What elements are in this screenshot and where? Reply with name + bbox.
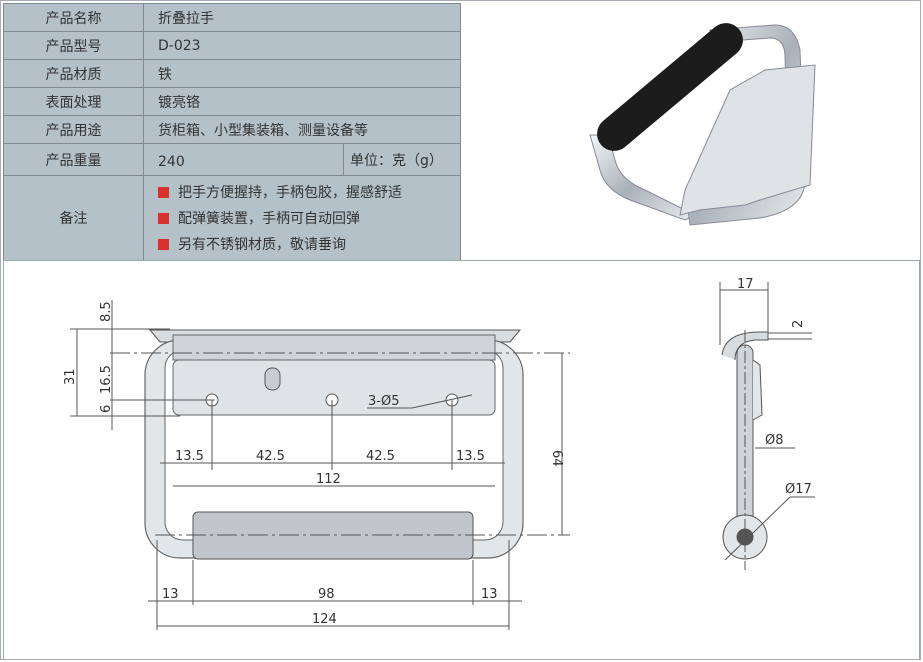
weight-value: 240 bbox=[143, 143, 344, 176]
note-item: 另有不锈钢材质，敬请垂询 bbox=[158, 231, 460, 257]
notes-list: 把手方便握持，手柄包胶，握感舒适 配弹簧装置，手柄可自动回弹 另有不锈钢材质，敬… bbox=[143, 175, 461, 261]
dim-124: 124 bbox=[312, 612, 337, 627]
notes-label: 备注 bbox=[3, 175, 144, 261]
dim-side-dia17: Ø17 bbox=[785, 482, 812, 497]
row-label: 产品用途 bbox=[3, 115, 144, 144]
dim-64: 64 bbox=[549, 450, 564, 467]
dim-13-left: 13 bbox=[162, 587, 179, 602]
row-label: 产品型号 bbox=[3, 31, 144, 60]
row-label: 产品名称 bbox=[3, 3, 144, 32]
table-row: 备注 把手方便握持，手柄包胶，握感舒适 配弹簧装置，手柄可自动回弹 另有不锈钢材… bbox=[3, 175, 461, 261]
product-photo bbox=[589, 23, 816, 226]
weight-unit: 单位：克（g） bbox=[343, 143, 461, 176]
dim-8-5: 8.5 bbox=[99, 301, 114, 322]
dim-13-5-right: 13.5 bbox=[456, 449, 485, 464]
dim-13-right: 13 bbox=[481, 587, 498, 602]
holes-callout: 3-Ø5 bbox=[368, 394, 399, 409]
row-label: 产品材质 bbox=[3, 59, 144, 88]
row-value: 货柜箱、小型集装箱、测量设备等 bbox=[143, 115, 461, 144]
dim-112: 112 bbox=[316, 472, 341, 487]
bullet-icon bbox=[158, 212, 169, 224]
row-value: 铁 bbox=[143, 59, 461, 88]
dim-31: 31 bbox=[63, 368, 78, 385]
dim-13-5-left: 13.5 bbox=[175, 449, 204, 464]
table-row: 产品用途货柜箱、小型集装箱、测量设备等 bbox=[3, 115, 461, 144]
note-item: 把手方便握持，手柄包胶，握感舒适 bbox=[158, 179, 460, 205]
dim-side-dia8: Ø8 bbox=[765, 433, 784, 448]
bullet-icon bbox=[158, 238, 169, 250]
dim-42-5-right: 42.5 bbox=[366, 449, 395, 464]
table-row: 产品材质铁 bbox=[3, 59, 461, 88]
dim-side-17: 17 bbox=[737, 277, 754, 292]
dim-98: 98 bbox=[318, 587, 335, 602]
note-item: 配弹簧装置，手柄可自动回弹 bbox=[158, 205, 460, 231]
dim-16-5: 16.5 bbox=[99, 365, 114, 394]
table-row: 表面处理镀亮铬 bbox=[3, 87, 461, 116]
dim-42-5-left: 42.5 bbox=[256, 449, 285, 464]
table-row: 产品名称折叠拉手 bbox=[3, 3, 461, 32]
side-view-drawing bbox=[719, 282, 815, 570]
row-label: 表面处理 bbox=[3, 87, 144, 116]
row-label: 产品重量 bbox=[3, 143, 144, 176]
bullet-icon bbox=[158, 186, 169, 198]
dim-side-2: 2 bbox=[791, 320, 806, 328]
dim-6: 6 bbox=[99, 405, 114, 413]
